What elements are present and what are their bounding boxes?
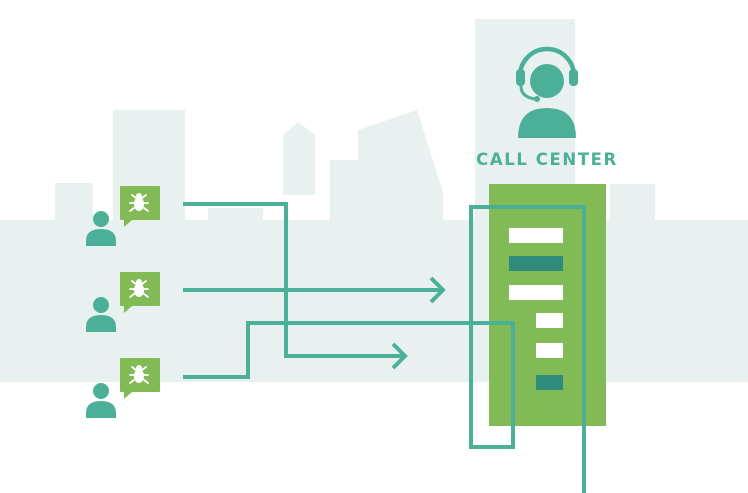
- caller-2: [86, 272, 160, 332]
- queue-slot: [509, 285, 563, 300]
- person-icon: [86, 211, 116, 246]
- call-queue-panel: [489, 184, 606, 426]
- queue-slot-active: [536, 375, 563, 390]
- route-line-caller-1: [183, 202, 405, 358]
- headset-ear-right: [569, 69, 578, 86]
- headset-ear-left: [516, 69, 525, 86]
- routing-lines: [183, 202, 586, 493]
- skyline-building: [610, 184, 655, 269]
- agent-head: [530, 64, 564, 98]
- queue-slot: [536, 343, 563, 358]
- route-arrow-head: [391, 342, 408, 370]
- headset-agent-icon: [516, 46, 578, 138]
- skyline-building: [208, 208, 263, 238]
- agent-body: [518, 108, 576, 138]
- bug-speech-bubble-icon: [120, 272, 160, 313]
- headset-band: [517, 46, 577, 77]
- person-icon: [86, 297, 116, 332]
- headset-mic: [534, 96, 540, 102]
- call-center-title: CALL CENTER: [476, 150, 618, 169]
- route-line-caller-3: [183, 205, 586, 493]
- bug-speech-bubble-icon: [120, 186, 160, 227]
- headset-mic-arm: [519, 85, 536, 101]
- skyline-building: [358, 110, 443, 230]
- skyline-building: [55, 183, 93, 228]
- person-icon: [86, 383, 116, 418]
- queue-slot: [509, 228, 563, 243]
- skyline-base-right: [655, 266, 748, 382]
- queue-slot-active: [509, 256, 563, 271]
- caller-1: [86, 186, 160, 246]
- bug-speech-bubble-icon: [120, 358, 160, 399]
- caller-3: [86, 358, 160, 418]
- route-arrow-head: [429, 276, 446, 304]
- queue-slot: [536, 313, 563, 328]
- skyline-building: [283, 122, 315, 195]
